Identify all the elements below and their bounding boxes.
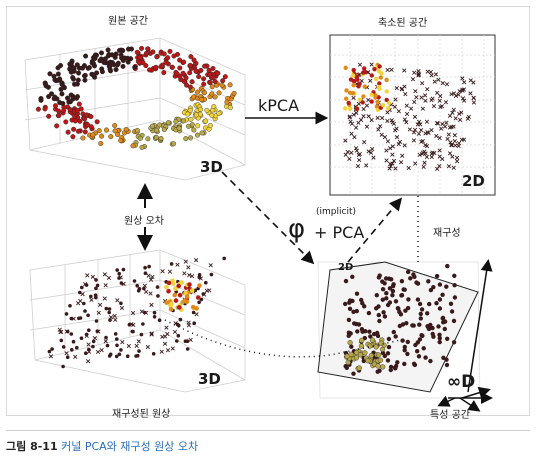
reduced-space-title: 축소된 공간 [378,18,428,29]
caption-divider [6,430,530,431]
phi-arrow-down [221,171,315,265]
original-space-title: 원본 공간 [108,16,148,27]
kpca-label: kPCA [258,96,300,115]
reconstructed-space-title: 재구성된 원상 [112,409,171,420]
figure-frame [6,6,530,416]
figure-caption: 그림 8-11 커널 PCA와 재구성 원상 오차 [6,438,198,454]
caption-label: 그림 8-11 [6,440,58,453]
reconstructed-space-box [29,249,246,393]
plus-pca-label: + PCA [314,223,365,242]
caption-text: 커널 PCA와 재구성 원상 오차 [61,440,199,453]
reduced-space-dim: 2D [462,172,485,190]
reconstructed-space-dim: 3D [198,370,221,388]
infinite-dim-label: ∞D [447,372,476,392]
feature-space-points [343,263,458,376]
reconstructed-points [47,256,226,369]
feature-space-dim: 2D [338,262,354,273]
reduced-space-plot [329,34,496,196]
original-space-dim: 3D [200,158,223,176]
original-space-swiss-roll [35,45,237,150]
pca-arrow-up [347,197,403,263]
feature-space-title: 특성 공간 [430,410,470,421]
preimage-error-label: 원상 오차 [124,216,164,227]
implicit-label: (implicit) [316,207,356,217]
phi-label: φ [288,214,306,244]
reduced-space-points [343,62,477,172]
reconstruction-label: 재구성 [433,228,461,239]
feature-axes-icon [437,259,493,412]
